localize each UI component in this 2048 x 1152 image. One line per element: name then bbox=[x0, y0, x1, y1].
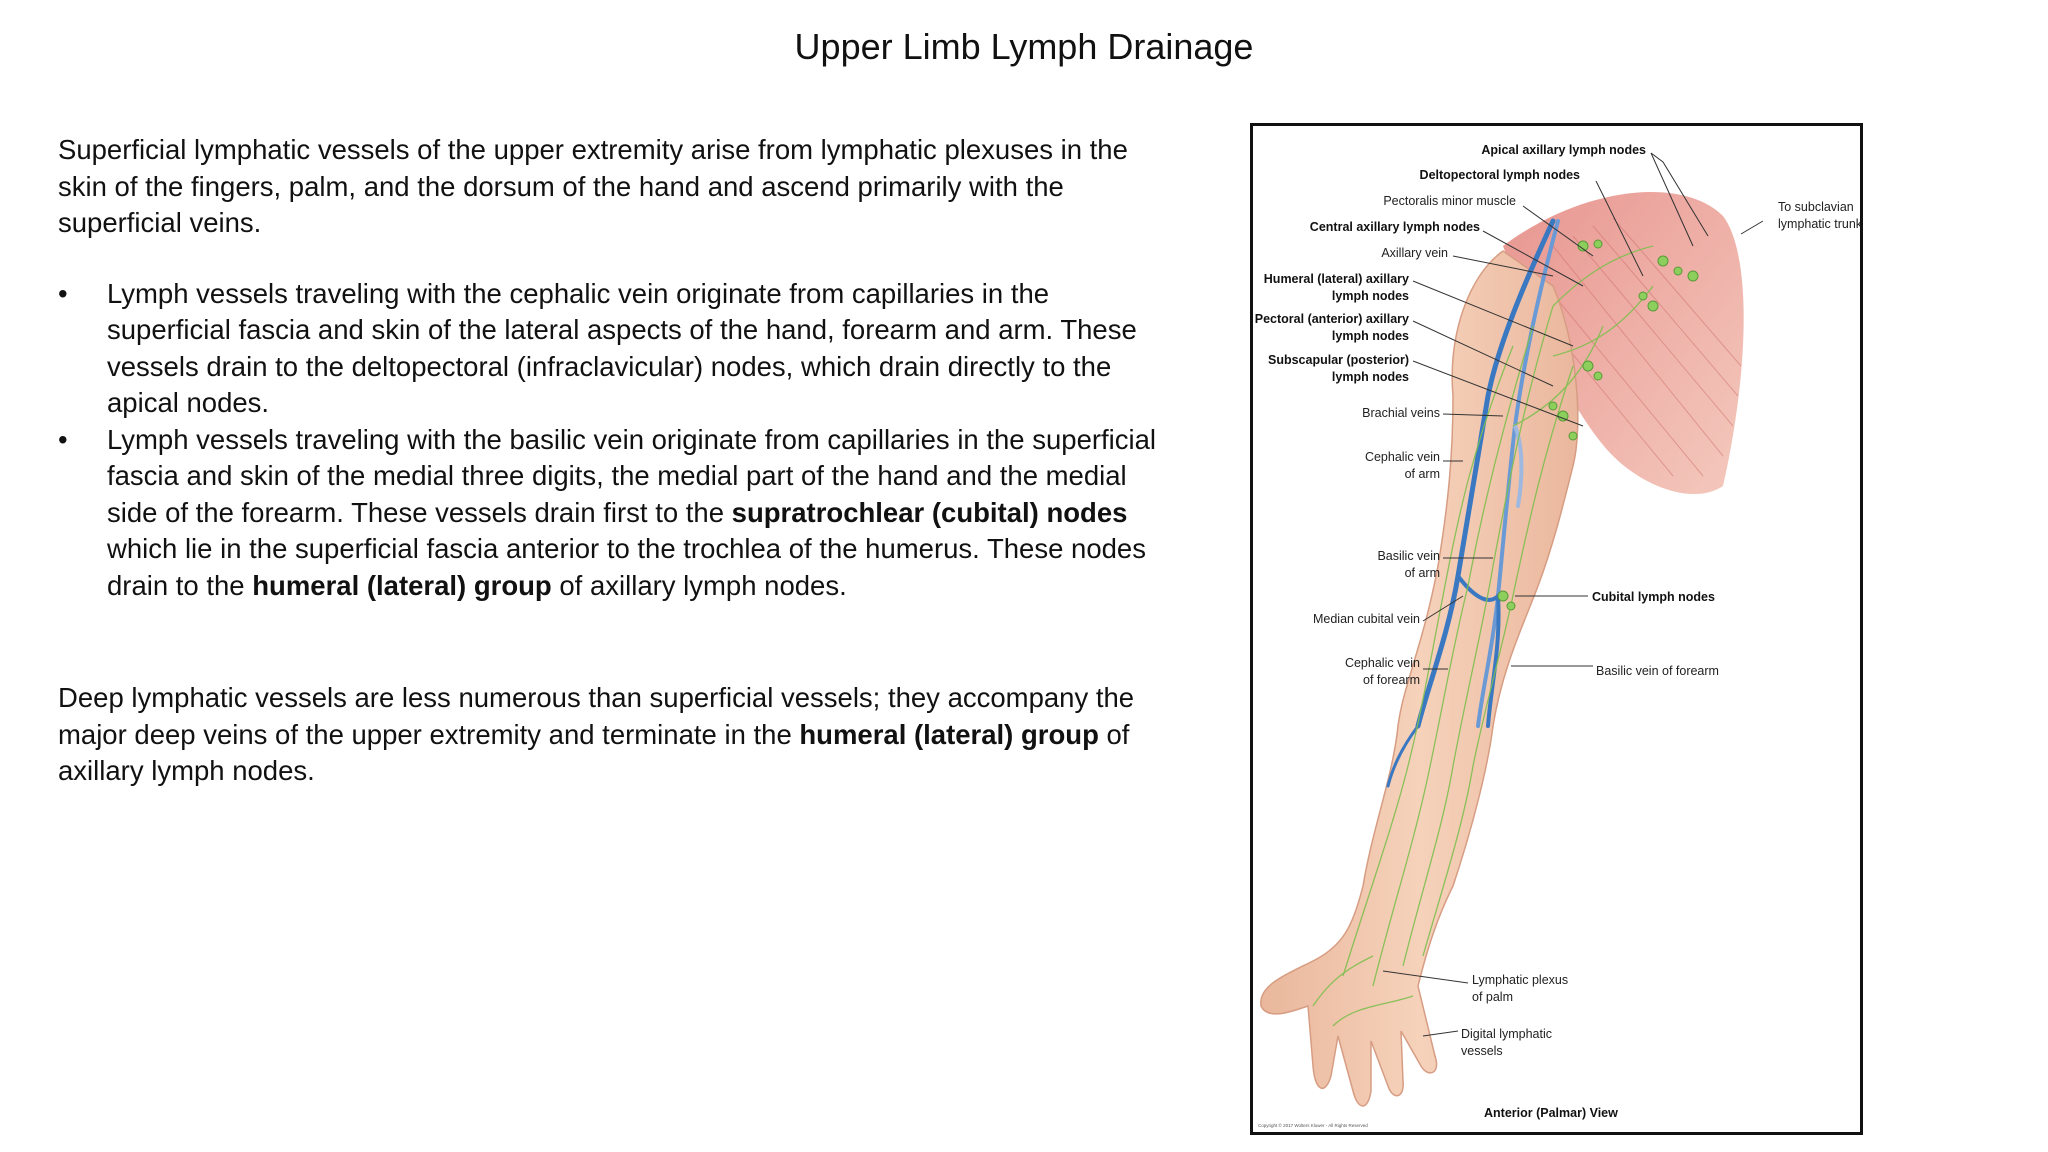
bullet-text: of axillary lymph nodes. bbox=[551, 569, 847, 601]
label-basilic-vein-arm: Basilic vein bbox=[1377, 549, 1440, 563]
label-pec-minor: Pectoralis minor muscle bbox=[1383, 194, 1516, 208]
leader-lines bbox=[1382, 152, 1764, 1037]
label-cephalic-vein-arm-line2: of arm bbox=[1405, 467, 1440, 481]
label-pectoral-nodes-line2: lymph nodes bbox=[1332, 329, 1409, 343]
label-median-cubital-vein: Median cubital vein bbox=[1313, 612, 1420, 626]
label-central-nodes: Central axillary lymph nodes bbox=[1310, 220, 1480, 234]
label-humeral-nodes: Humeral (lateral) axillary bbox=[1264, 272, 1409, 286]
label-brachial-veins: Brachial veins bbox=[1362, 406, 1440, 420]
bullet-item-basilic: • Lymph vessels traveling with the basil… bbox=[58, 422, 1158, 605]
label-deltopectoral-nodes: Deltopectoral lymph nodes bbox=[1420, 168, 1580, 182]
lymphatic-vessels bbox=[1312, 245, 1654, 1027]
label-digital-lymphatics: Digital lymphatic bbox=[1461, 1027, 1552, 1041]
label-cephalic-vein-arm: Cephalic vein bbox=[1365, 450, 1440, 464]
bullet-marker: • bbox=[58, 423, 68, 455]
label-cephalic-vein-forearm-line2: of forearm bbox=[1363, 673, 1420, 687]
label-lymphatic-plexus: Lymphatic plexus bbox=[1472, 973, 1568, 987]
arm-illustration: Apical axillary lymph nodes Deltopectora… bbox=[1255, 143, 1860, 1128]
veins bbox=[1386, 218, 1560, 788]
label-apical-nodes: Apical axillary lymph nodes bbox=[1481, 143, 1646, 157]
bold-term: humeral (lateral) group bbox=[799, 718, 1099, 750]
bold-term: humeral (lateral) group bbox=[252, 569, 552, 601]
label-basilic-vein-forearm: Basilic vein of forearm bbox=[1596, 664, 1719, 678]
bullet-marker: • bbox=[58, 277, 68, 309]
bold-term: supratrochlear (cubital) nodes bbox=[731, 496, 1128, 528]
label-subclavian-trunk: To subclavian bbox=[1778, 200, 1854, 214]
deep-text: Deep lymphatic vessels are less numerous… bbox=[58, 682, 1135, 750]
bullet-text: Lymph vessels traveling with the basilic… bbox=[107, 423, 1157, 528]
text-column: Superficial lymphatic vessels of the upp… bbox=[58, 132, 1158, 790]
deep-paragraph: Deep lymphatic vessels are less numerous… bbox=[58, 680, 1158, 790]
intro-paragraph: Superficial lymphatic vessels of the upp… bbox=[58, 134, 1128, 238]
label-cubital-nodes: Cubital lymph nodes bbox=[1592, 590, 1715, 604]
label-subscapular-nodes-line2: lymph nodes bbox=[1332, 370, 1409, 384]
label-lymphatic-plexus-line2: of palm bbox=[1472, 990, 1513, 1004]
slide-title: Upper Limb Lymph Drainage bbox=[794, 26, 1254, 67]
label-digital-lymphatics-line2: vessels bbox=[1461, 1044, 1503, 1058]
label-cephalic-vein-forearm: Cephalic vein bbox=[1345, 656, 1420, 670]
lymph-nodes bbox=[1497, 239, 1699, 611]
bullet-item-cephalic: • Lymph vessels traveling with the cepha… bbox=[58, 276, 1158, 422]
bullet-text: which lie in the superficial fascia ante… bbox=[107, 533, 1146, 601]
label-basilic-vein-arm-line2: of arm bbox=[1405, 566, 1440, 580]
bullet-list: • Lymph vessels traveling with the cepha… bbox=[58, 276, 1158, 605]
bullet-text: Lymph vessels traveling with the cephali… bbox=[107, 277, 1137, 419]
arm-shape bbox=[1260, 250, 1579, 1107]
label-subscapular-nodes: Subscapular (posterior) bbox=[1268, 353, 1409, 367]
pectoral-muscle-shape bbox=[1503, 192, 1744, 495]
label-view: Anterior (Palmar) View bbox=[1484, 1106, 1618, 1120]
label-humeral-nodes-line2: lymph nodes bbox=[1332, 289, 1409, 303]
label-subclavian-trunk-line2: lymphatic trunk bbox=[1778, 217, 1860, 231]
label-axillary-vein: Axillary vein bbox=[1381, 246, 1448, 260]
deep-text: of axillary lymph nodes. bbox=[58, 718, 1130, 787]
anatomy-figure: Apical axillary lymph nodes Deltopectora… bbox=[1250, 123, 1863, 1135]
copyright-text: Copyright © 2017 Wolters Kluwer - All Ri… bbox=[1258, 1122, 1368, 1128]
label-pectoral-nodes: Pectoral (anterior) axillary bbox=[1255, 312, 1409, 326]
